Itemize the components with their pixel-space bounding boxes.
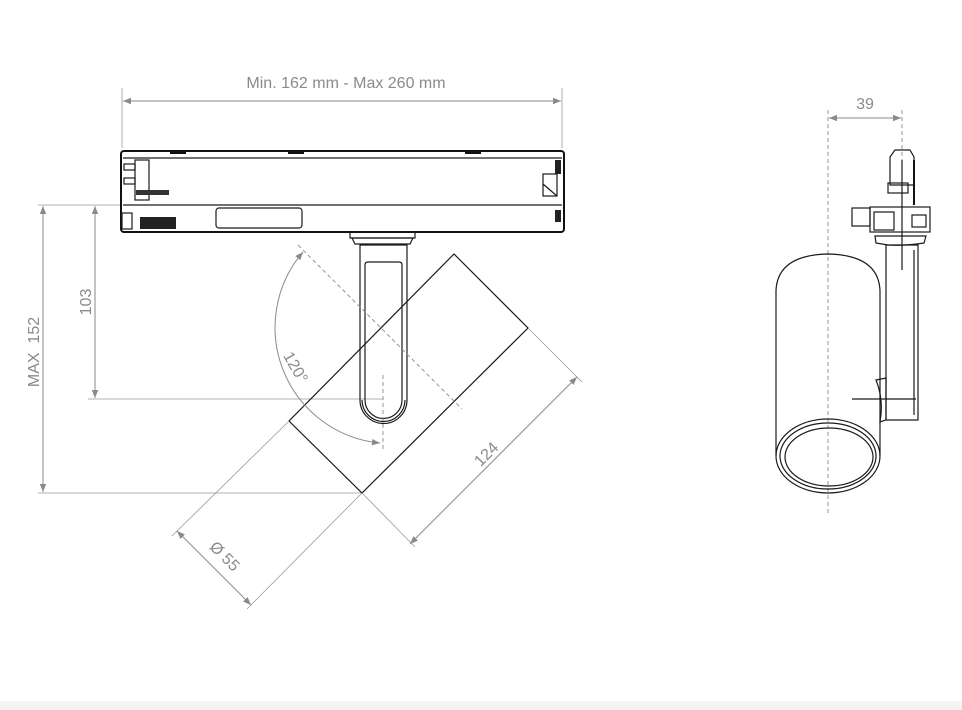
- front-view: Min. 162 mm - Max 260 mm 103 MAX 152: [26, 75, 583, 610]
- side-stem: [852, 160, 919, 423]
- diameter-dimension-label: Ø 55: [206, 539, 243, 576]
- height-103-label: 103: [78, 289, 95, 316]
- side-cylinder: [775, 253, 881, 494]
- length-dimension: 124: [361, 327, 583, 548]
- offset-dimension-label: 39: [856, 96, 874, 113]
- tilt-angle-label: 120°: [279, 349, 310, 386]
- tilt-angle: 120°: [274, 244, 463, 450]
- side-adapter: [851, 149, 931, 246]
- offset-dimension: 39: [827, 96, 903, 515]
- diameter-dimension: Ø 55: [171, 420, 363, 610]
- footer-band: [0, 701, 962, 710]
- side-view: 39: [775, 96, 931, 515]
- length-dimension-label: 124: [471, 439, 502, 470]
- height-dimensions: 103 MAX 152: [26, 204, 383, 494]
- track-adapter: [120, 150, 565, 245]
- width-dimension: Min. 162 mm - Max 260 mm: [121, 75, 563, 148]
- lamp-stem: [359, 244, 408, 425]
- width-dimension-label: Min. 162 mm - Max 260 mm: [246, 75, 445, 92]
- max-height-label: MAX 152: [26, 317, 43, 387]
